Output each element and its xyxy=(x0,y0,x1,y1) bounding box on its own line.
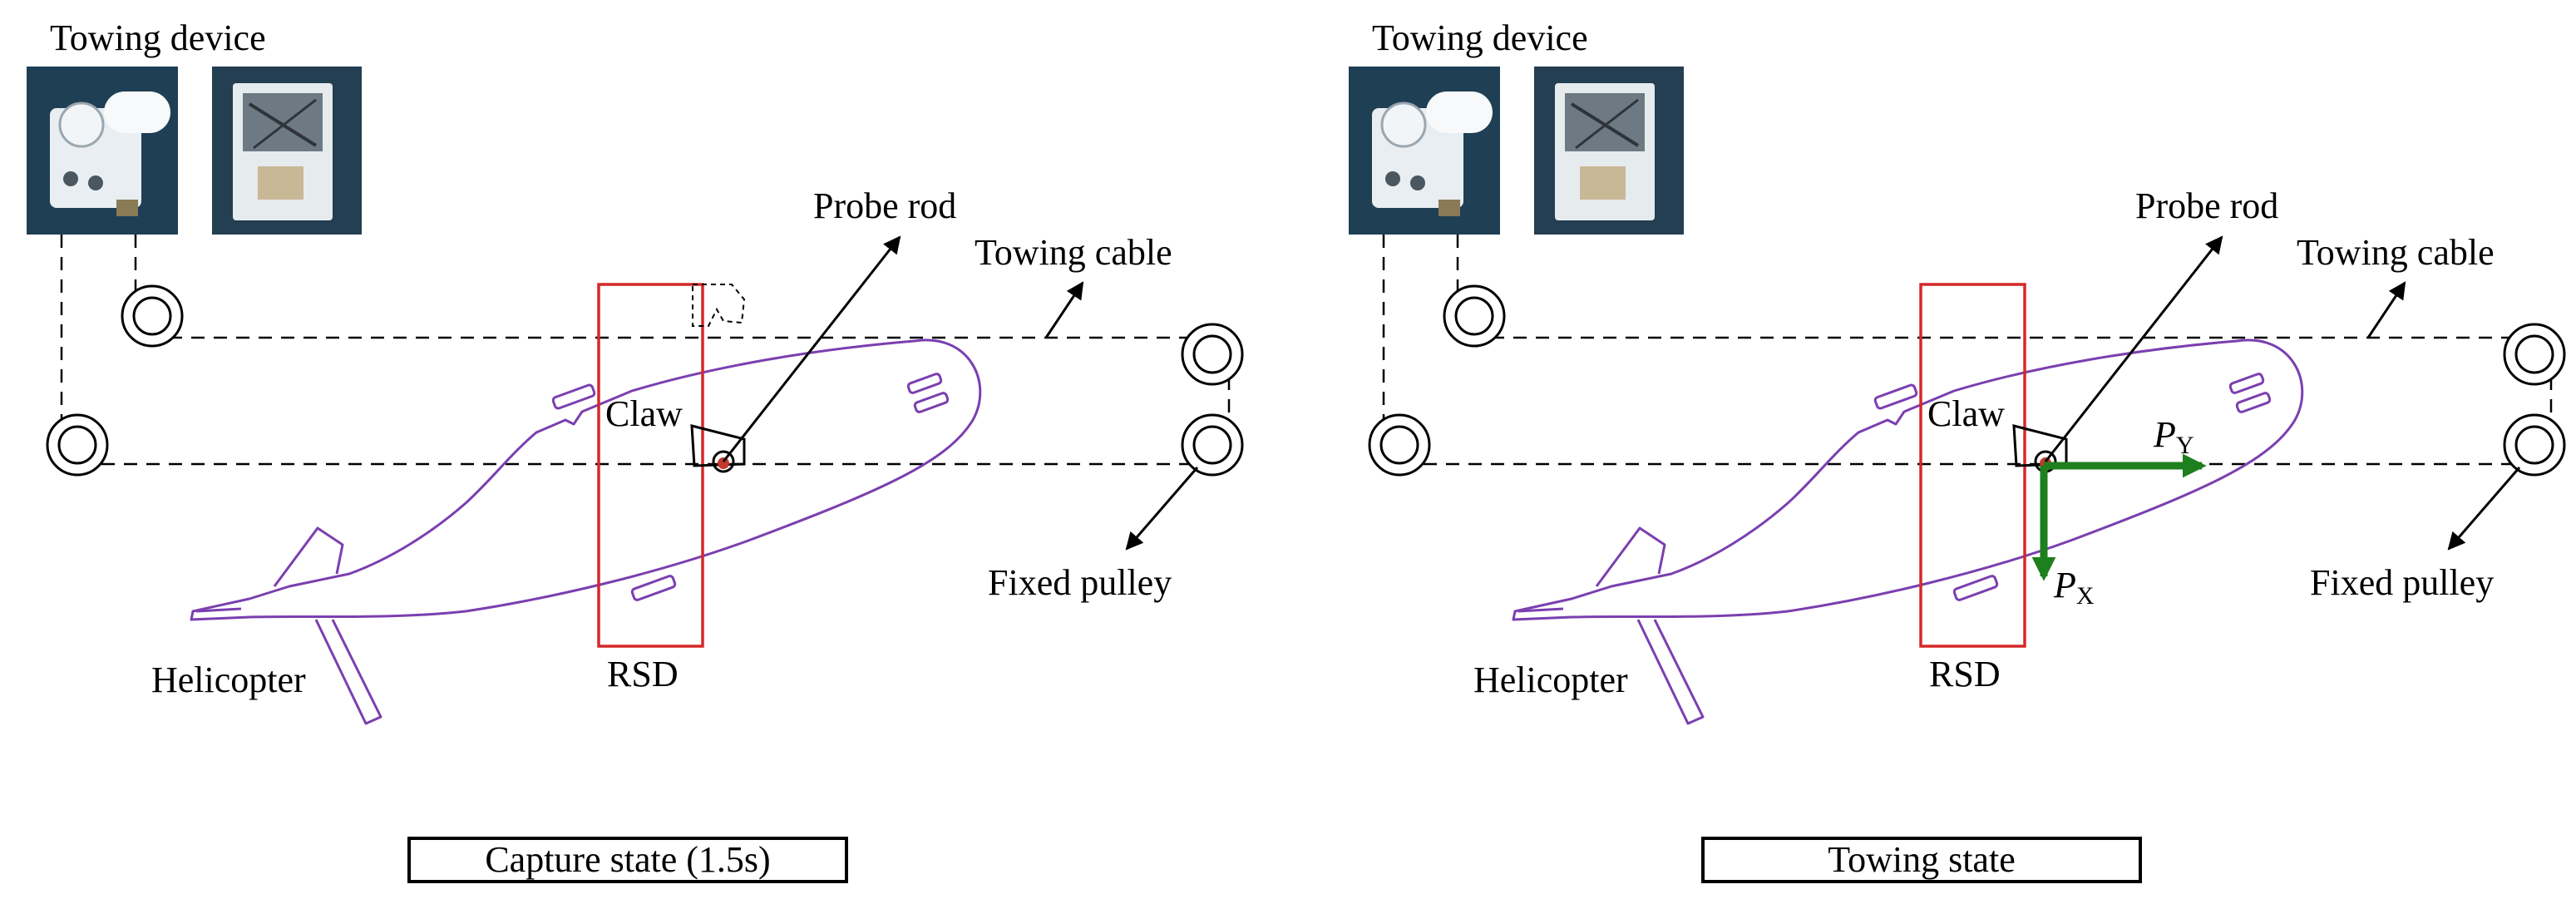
force-y-symbol: P xyxy=(2153,414,2176,455)
force-x-symbol: P xyxy=(2053,565,2076,605)
claw-label: Claw xyxy=(1927,393,2005,434)
force-x-label: PX xyxy=(2053,565,2095,610)
fixed-pulley-arrow xyxy=(1125,467,1199,551)
towing-device-photo xyxy=(1534,67,1684,235)
rsd-label: RSD xyxy=(607,654,679,694)
pulley xyxy=(121,284,184,348)
probe-rod-label: Probe rod xyxy=(2135,185,2278,226)
helicopter-label: Helicopter xyxy=(1473,660,1628,700)
pulley xyxy=(1443,284,1506,348)
pulley xyxy=(1368,413,1431,477)
pulley xyxy=(46,413,109,477)
fixed-pulley xyxy=(1181,323,1244,386)
towing-cable-label: Towing cable xyxy=(975,232,1172,273)
towing-cable-arrow xyxy=(2366,281,2406,338)
force-y-label: PY xyxy=(2153,414,2194,459)
fixed-pulley-label: Fixed pulley xyxy=(988,562,1172,603)
towing-cable-arrow xyxy=(1044,281,1084,338)
towing-device-label: Towing device xyxy=(50,17,266,58)
rsd-label: RSD xyxy=(1929,654,2001,694)
panel-capture-state: Towing device xyxy=(27,17,1244,883)
probe-rod-arrow xyxy=(2044,235,2223,462)
towing-device-photo xyxy=(27,67,178,235)
fixed-pulley xyxy=(2503,413,2566,477)
panel-towing-state: Towing device xyxy=(1349,17,2566,883)
fixed-pulley-label: Fixed pulley xyxy=(2310,562,2494,603)
claw xyxy=(690,424,746,473)
claw-ghost xyxy=(692,284,746,327)
probe-rod-arrow xyxy=(722,235,901,462)
state-caption-box xyxy=(407,837,848,883)
state-caption: Capture state (1.5s) xyxy=(485,839,770,880)
probe-tip xyxy=(718,457,729,469)
force-y-subscript: Y xyxy=(2176,432,2194,459)
towing-device-label: Towing device xyxy=(1372,17,1588,58)
fixed-pulley xyxy=(1181,413,1244,477)
helicopter-label: Helicopter xyxy=(151,660,306,700)
fixed-pulley-arrow xyxy=(2447,467,2521,551)
towing-cable-label: Towing cable xyxy=(2297,232,2495,273)
helicopter-outline xyxy=(190,338,982,725)
helicopter-outline xyxy=(1512,338,2304,725)
force-x-subscript: X xyxy=(2076,582,2095,610)
fixed-pulley xyxy=(2503,323,2566,386)
probe-rod-label: Probe rod xyxy=(813,185,956,226)
state-caption-box xyxy=(1701,837,2142,883)
state-caption: Towing state xyxy=(1828,839,2015,880)
claw-label: Claw xyxy=(605,393,683,434)
towing-device-photo xyxy=(212,67,362,235)
towing-device-photo xyxy=(1349,67,1500,235)
